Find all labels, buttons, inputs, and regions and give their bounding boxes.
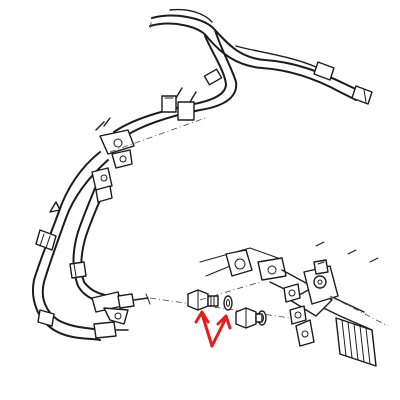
- pressure-hose-upper: [95, 8, 373, 169]
- red-arrow-annotation: [194, 310, 232, 348]
- banjo-bolt: [149, 289, 291, 319]
- banjo-bolt-2: [235, 307, 263, 329]
- return-hose: [32, 151, 151, 341]
- steering-rack: [199, 241, 389, 367]
